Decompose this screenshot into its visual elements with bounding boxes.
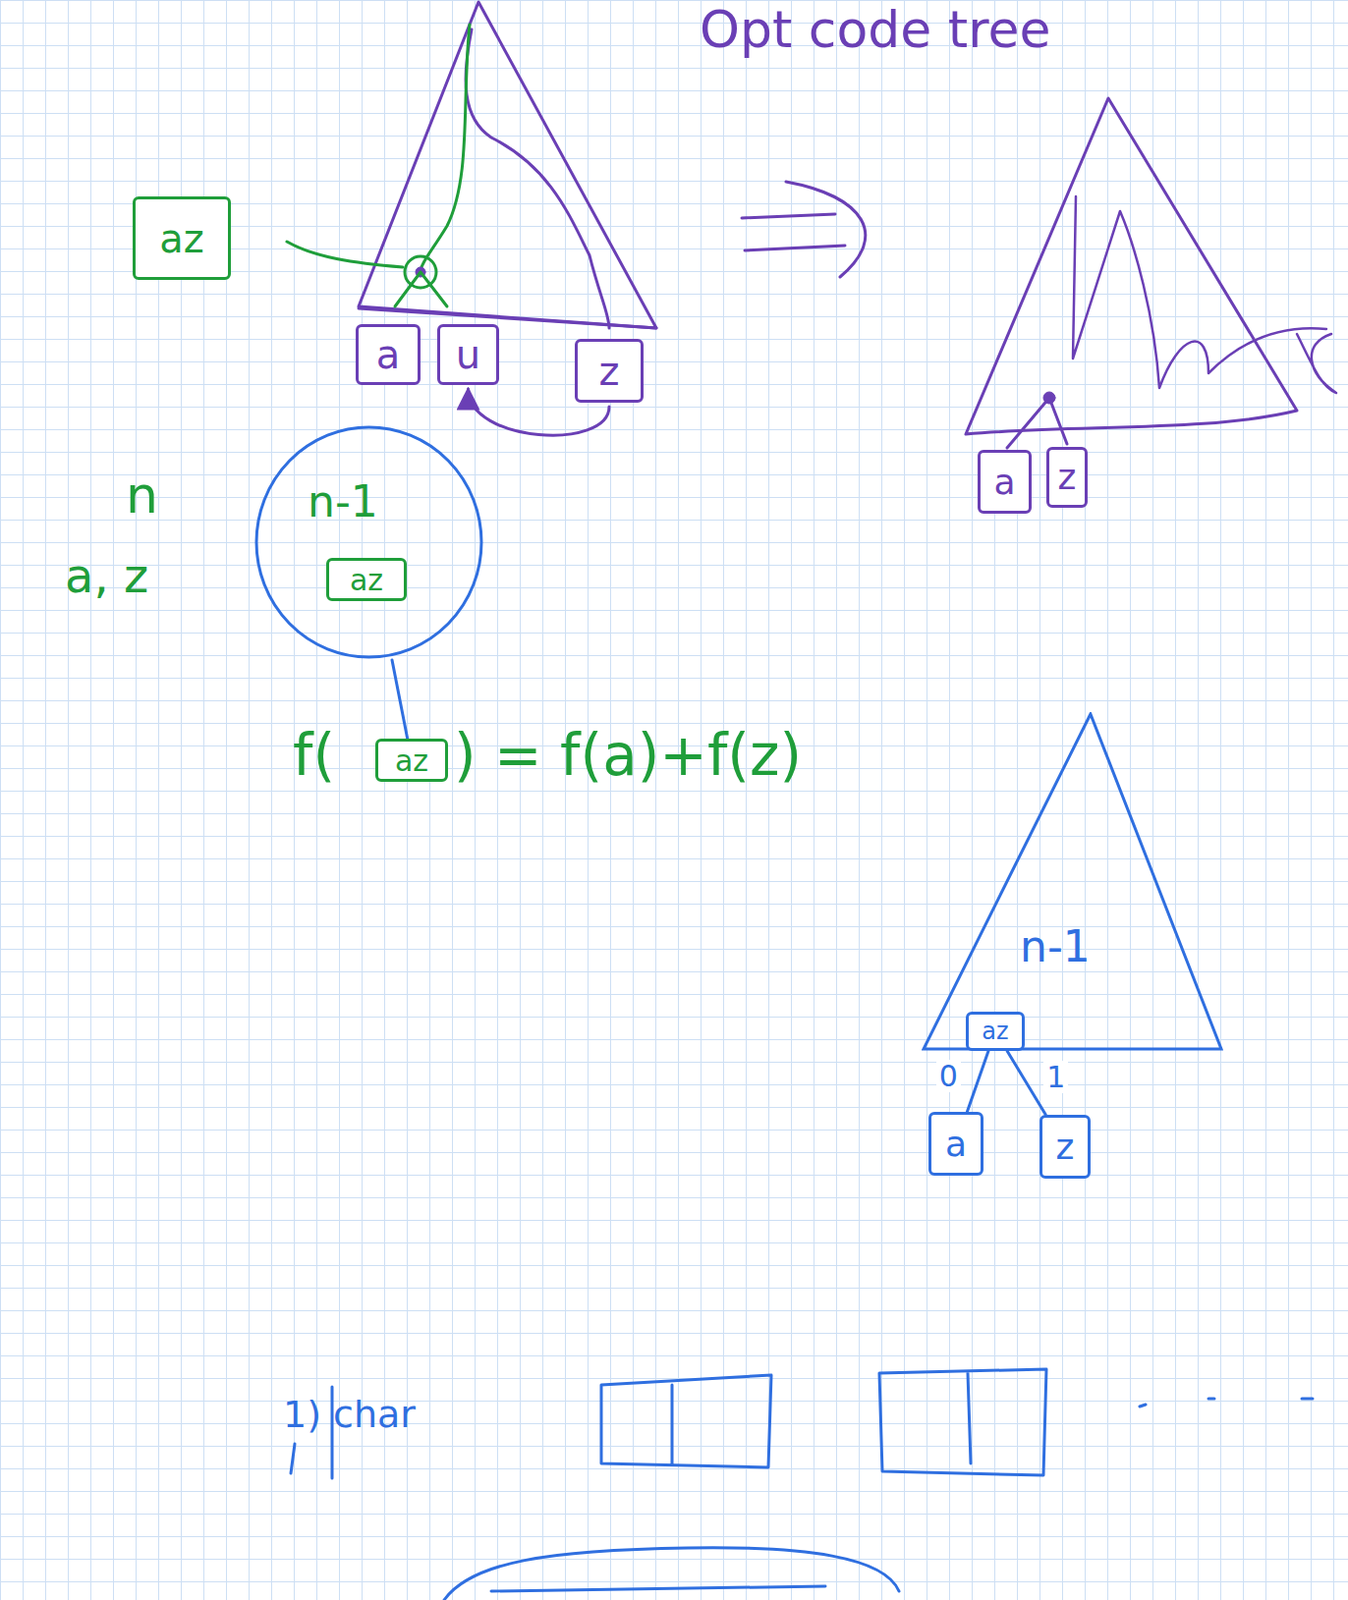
pair-label: a, z	[64, 550, 149, 603]
subtree-triangle-outline	[921, 712, 1224, 1052]
connector	[966, 1051, 989, 1113]
leaf-box: a	[355, 324, 421, 386]
leaf-box: z	[1046, 447, 1088, 508]
merged-node-box: az	[132, 196, 231, 281]
node-text: a	[993, 462, 1015, 503]
node-text: az	[981, 1018, 1009, 1045]
scribble	[1072, 196, 1337, 394]
edge-label: 1	[1043, 1061, 1068, 1094]
node-text: z	[1058, 457, 1077, 498]
note-label: 1) char	[282, 1395, 416, 1437]
search-path	[420, 24, 470, 271]
tree-outline	[965, 98, 1297, 435]
node-text: n-1	[307, 478, 379, 526]
array-box	[879, 1369, 1047, 1476]
count-label: n	[125, 467, 159, 524]
subtree-triangle: n-1 az	[921, 712, 1224, 1052]
node-text: az	[349, 563, 384, 597]
node-text: n-1	[1019, 923, 1091, 971]
leaf-box: a	[928, 1112, 984, 1177]
leaf-box: z	[574, 338, 644, 403]
title-label: Opt code tree	[699, 1, 1051, 58]
tree-branch	[1007, 397, 1068, 449]
node-text: a	[376, 333, 401, 377]
node-text: u	[455, 333, 481, 377]
leaf-box: a	[977, 449, 1032, 514]
connector	[1007, 1051, 1046, 1116]
node-text: z	[1056, 1127, 1075, 1168]
tree-path	[465, 29, 610, 329]
merged-node-box: az	[375, 738, 449, 783]
formula-part: f(	[292, 725, 336, 788]
ellipsis	[1139, 1399, 1313, 1407]
tree-outline	[358, 1, 657, 329]
subproblem-circle: n-1 az	[253, 424, 485, 661]
leaf-box: u	[437, 324, 500, 386]
node-text: az	[394, 744, 429, 778]
leader-line	[286, 241, 403, 268]
node-text: a	[945, 1124, 967, 1165]
array-box	[601, 1375, 772, 1468]
node-text: z	[599, 349, 620, 394]
array-oval	[444, 1548, 899, 1600]
edge-label: 0	[936, 1060, 961, 1093]
formula-part: ) = f(a)+f(z)	[453, 725, 802, 788]
node-text: az	[159, 217, 205, 261]
implies-arrow	[741, 181, 866, 278]
connector	[392, 660, 408, 739]
merged-node-box: az	[326, 558, 407, 602]
pointer	[394, 272, 448, 307]
merged-node-box: az	[965, 1011, 1025, 1052]
leaf-box: z	[1039, 1115, 1091, 1180]
subproblem-circle-outline	[253, 424, 485, 661]
